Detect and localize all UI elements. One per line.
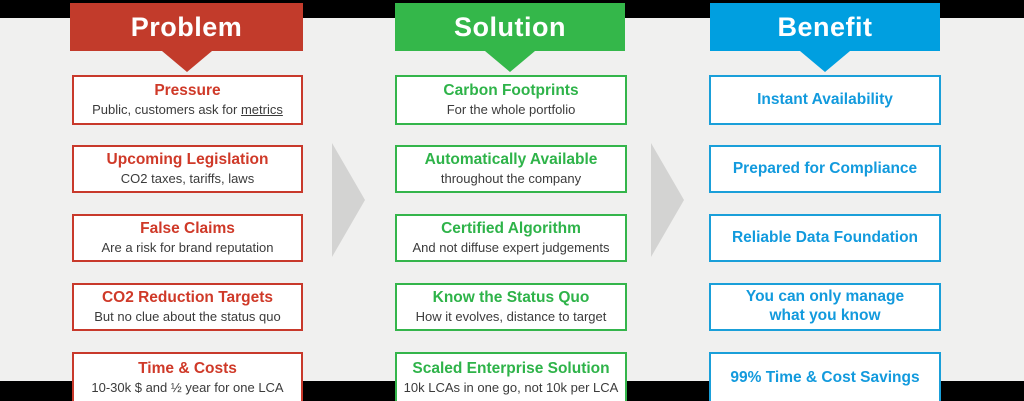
banner-notch-down-icon bbox=[161, 51, 212, 72]
box-subtitle: Are a risk for brand reputation bbox=[101, 239, 274, 255]
box-subtitle: throughout the company bbox=[440, 170, 582, 186]
box-title: Certified Algorithm bbox=[441, 220, 581, 238]
arrow-right-icon bbox=[332, 143, 365, 257]
box-subtitle: CO2 taxes, tariffs, laws bbox=[120, 170, 255, 186]
solution-box-automatically-available: Automatically Available throughout the c… bbox=[395, 145, 627, 193]
problem-header-label: Problem bbox=[130, 11, 243, 42]
box-title-line2: what you know bbox=[769, 307, 881, 324]
benefit-box-time-cost-savings: 99% Time & Cost Savings bbox=[709, 352, 941, 401]
box-subtitle-text: Public, customers ask for bbox=[92, 101, 238, 117]
benefit-box-reliable-data-foundation: Reliable Data Foundation bbox=[709, 214, 941, 262]
box-subtitle-underlined-text: metrics bbox=[240, 101, 283, 117]
box-subtitle: How it evolves, distance to target bbox=[415, 308, 607, 324]
solution-box-scaled-enterprise-solution: Scaled Enterprise Solution 10k LCAs in o… bbox=[395, 352, 627, 401]
problem-header-banner: Problem bbox=[70, 3, 303, 72]
benefit-header-banner: Benefit bbox=[710, 3, 940, 72]
problem-box-upcoming-legislation: Upcoming Legislation CO2 taxes, tariffs,… bbox=[72, 145, 303, 193]
problem-box-co2-reduction-targets: CO2 Reduction Targets But no clue about … bbox=[72, 283, 303, 331]
box-subtitle: 10k LCAs in one go, not 10k per LCA bbox=[403, 379, 619, 395]
box-title: Reliable Data Foundation bbox=[731, 228, 918, 246]
solution-box-certified-algorithm: Certified Algorithm And not diffuse expe… bbox=[395, 214, 627, 262]
problem-box-false-claims: False Claims Are a risk for brand reputa… bbox=[72, 214, 303, 262]
box-title: Pressure bbox=[154, 82, 221, 100]
box-subtitle: Public, customers ask for metrics bbox=[92, 102, 283, 118]
problem-box-time-and-costs: Time & Costs 10-30k $ and ½ year for one… bbox=[72, 352, 303, 401]
solution-box-carbon-footprints: Carbon Footprints For the whole portfoli… bbox=[395, 75, 627, 125]
banner-notch-down-icon bbox=[485, 51, 535, 72]
problem-box-pressure: Pressure Public, customers ask for metri… bbox=[72, 75, 303, 125]
benefit-box-manage-what-you-know: You can only manage what you know bbox=[709, 283, 941, 331]
benefit-box-prepared-for-compliance: Prepared for Compliance bbox=[709, 145, 941, 193]
box-title: Know the Status Quo bbox=[432, 289, 590, 307]
box-title: Prepared for Compliance bbox=[732, 159, 918, 177]
box-title: You can only manage bbox=[745, 288, 905, 306]
box-subtitle: But no clue about the status quo bbox=[94, 308, 281, 324]
box-title: Automatically Available bbox=[424, 151, 598, 169]
benefit-box-instant-availability: Instant Availability bbox=[709, 75, 941, 125]
box-subtitle: And not diffuse expert judgements bbox=[412, 239, 610, 255]
solution-header-label: Solution bbox=[454, 11, 566, 42]
box-title: 99% Time & Cost Savings bbox=[730, 368, 920, 386]
box-title: Time & Costs bbox=[138, 360, 237, 378]
box-subtitle: For the whole portfolio bbox=[446, 101, 576, 117]
banner-notch-down-icon bbox=[800, 51, 850, 72]
solution-header-banner: Solution bbox=[395, 3, 625, 72]
box-title: CO2 Reduction Targets bbox=[101, 289, 274, 307]
box-title: Scaled Enterprise Solution bbox=[412, 360, 610, 378]
benefit-header-label: Benefit bbox=[777, 11, 873, 42]
solution-box-know-the-status-quo: Know the Status Quo How it evolves, dist… bbox=[395, 283, 627, 331]
box-title: Instant Availability bbox=[757, 90, 893, 108]
box-title: Carbon Footprints bbox=[443, 82, 579, 100]
box-subtitle: 10-30k $ and ½ year for one LCA bbox=[91, 379, 284, 395]
box-title: Upcoming Legislation bbox=[106, 151, 269, 169]
arrow-right-icon bbox=[651, 143, 684, 257]
box-title: False Claims bbox=[140, 220, 235, 238]
